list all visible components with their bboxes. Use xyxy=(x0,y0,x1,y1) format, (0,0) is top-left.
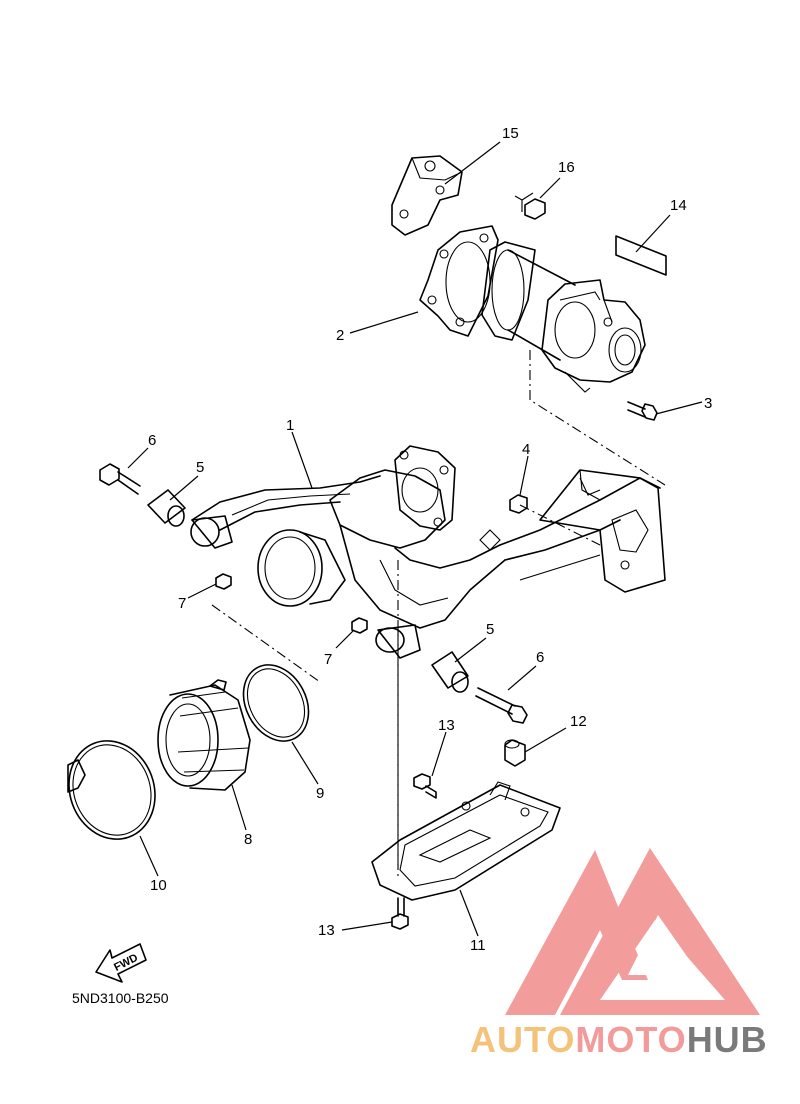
part-4-nut xyxy=(509,494,528,514)
part-13-bolt-lower xyxy=(391,897,409,930)
part-10-clamp xyxy=(67,740,156,840)
assembly-line-bearing xyxy=(211,604,321,683)
part-11-skid-plate xyxy=(371,781,561,901)
part-6-bolt-lower xyxy=(475,687,528,724)
callout-5-lower: 5 xyxy=(486,621,494,638)
callout-13-upper: 13 xyxy=(438,717,455,734)
part-13-bolt-upper xyxy=(413,773,437,799)
leader-lines xyxy=(127,141,703,937)
fwd-arrow: FWD xyxy=(95,943,147,983)
callout-5-upper: 5 xyxy=(196,459,204,476)
callout-10: 10 xyxy=(150,877,167,894)
callout-14: 14 xyxy=(670,197,687,214)
part-14-label xyxy=(615,235,667,276)
callout-9: 9 xyxy=(316,785,324,802)
watermark-wordmark: AUTOMOTOHUB xyxy=(470,1019,768,1060)
part-3-bolt xyxy=(627,401,658,421)
part-15-bracket xyxy=(391,155,463,236)
callout-3: 3 xyxy=(704,395,712,412)
logo-mark-right xyxy=(560,848,760,1015)
part-5-bushing-lower xyxy=(431,651,469,693)
callout-2: 2 xyxy=(336,327,344,344)
part-7-nut-upper xyxy=(215,573,232,590)
callout-6-lower: 6 xyxy=(536,649,544,666)
part-2-axle-housing xyxy=(419,225,646,393)
watermark-moto: MOTO xyxy=(575,1019,686,1060)
callout-15: 15 xyxy=(502,125,519,142)
callout-4: 4 xyxy=(522,441,530,458)
part-12-damper xyxy=(504,739,526,767)
part-7-nut-lower xyxy=(351,617,368,634)
part-9-ring xyxy=(242,664,310,742)
callouts: 15 16 14 2 3 1 6 5 4 7 7 5 6 12 13 9 8 1… xyxy=(148,125,712,954)
part-6-bolt-upper xyxy=(99,463,141,495)
callout-7-upper: 7 xyxy=(178,595,186,612)
callout-1: 1 xyxy=(286,417,294,434)
callout-8: 8 xyxy=(244,831,252,848)
part-16-bolt xyxy=(514,192,546,220)
watermark-hub: HUB xyxy=(687,1019,768,1060)
assembly-line-nut xyxy=(519,504,601,546)
svg-text:AUTOMOTOHUB: AUTOMOTOHUB xyxy=(470,1019,768,1060)
part-5-bushing-upper xyxy=(147,489,186,527)
assembly-line-housing xyxy=(529,350,666,486)
logo-mark-left xyxy=(505,850,648,1015)
part-8-boot xyxy=(157,679,251,791)
watermark-logo xyxy=(505,848,760,1015)
watermark-auto: AUTO xyxy=(470,1019,575,1060)
callout-11: 11 xyxy=(470,937,486,954)
callout-7-lower: 7 xyxy=(324,651,332,668)
callout-13-lower: 13 xyxy=(318,922,335,939)
part-1-swingarm xyxy=(190,445,666,659)
callout-6-upper: 6 xyxy=(148,432,156,449)
callout-16: 16 xyxy=(558,159,575,176)
callout-12: 12 xyxy=(570,713,587,730)
drawing-code: 5ND3100-B250 xyxy=(72,990,169,1006)
